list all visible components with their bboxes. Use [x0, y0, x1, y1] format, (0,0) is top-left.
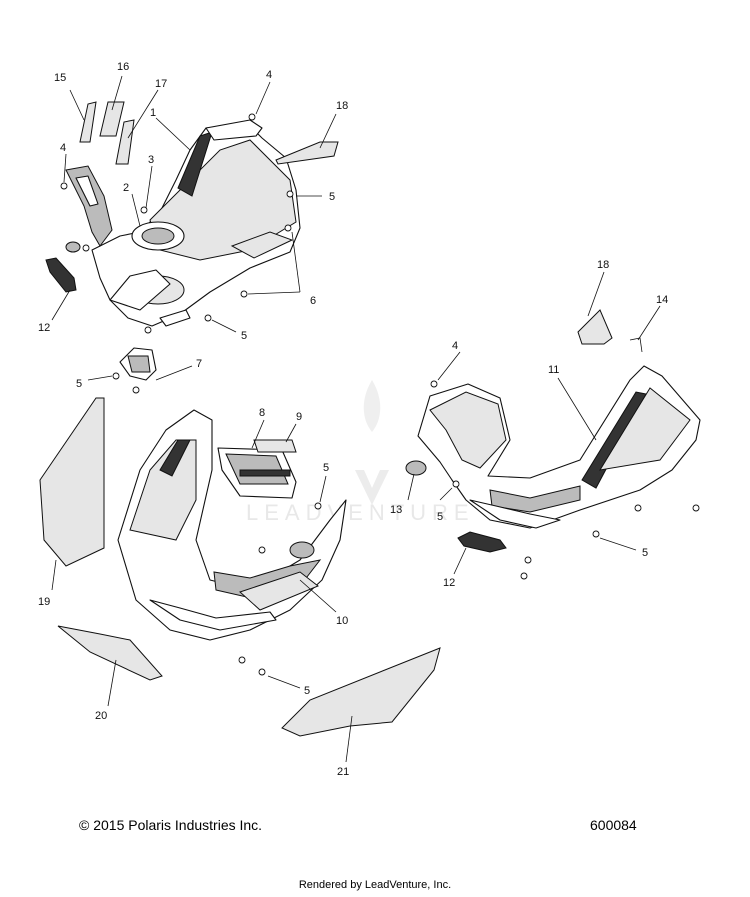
- rendered-by-credit: Rendered by LeadVenture, Inc.: [298, 879, 452, 891]
- callout-5-b: 5: [241, 330, 247, 342]
- part-10-lower-front-panel: [117, 409, 347, 641]
- figure-number: 600084: [590, 817, 637, 833]
- callout-4-left: 4: [60, 142, 66, 154]
- decal-9: [253, 439, 297, 453]
- leadventure-watermark: LEADVENTURE: [246, 380, 475, 525]
- decal-16: [99, 101, 125, 137]
- callout-numbers: 1 2 3 4 4 4 5 5 5 5 5 5 5 6 7 8 9 10 11 …: [38, 61, 668, 778]
- callout-2: 2: [123, 182, 129, 194]
- leader-lines: [51, 75, 661, 763]
- callout-7: 7: [196, 358, 202, 370]
- part-14-clip: [629, 337, 643, 353]
- callout-12-lower: 12: [443, 577, 455, 589]
- callout-5-g: 5: [642, 547, 648, 559]
- callout-5-f: 5: [437, 511, 443, 523]
- decal-20: [57, 625, 163, 681]
- callout-11: 11: [548, 364, 559, 376]
- fasteners: [60, 113, 700, 676]
- callout-5-e: 5: [304, 685, 310, 697]
- decal-17: [115, 119, 135, 165]
- watermark-text: LEADVENTURE: [246, 500, 475, 525]
- part-7-bracket: [119, 347, 157, 381]
- callout-15: 15: [54, 72, 66, 84]
- callout-14: 14: [656, 294, 668, 306]
- callout-21: 21: [337, 766, 349, 778]
- part-1-front-cab-assembly: [91, 119, 301, 327]
- callout-18-lower: 18: [597, 259, 609, 271]
- callout-4-upper: 4: [266, 69, 272, 81]
- callout-17: 17: [155, 78, 167, 90]
- decal-18-upper: [275, 141, 339, 165]
- copyright-notice: © 2015 Polaris Industries Inc.: [79, 817, 263, 833]
- callout-4-right: 4: [452, 340, 458, 352]
- callout-18-upper: 18: [336, 100, 348, 112]
- callout-13: 13: [390, 504, 402, 516]
- callout-12-upper: 12: [38, 322, 50, 334]
- callout-1: 1: [150, 107, 156, 119]
- decals-15-16-17: [79, 101, 135, 165]
- callout-6: 6: [310, 295, 316, 307]
- part-12-bracket-lower: [457, 531, 507, 553]
- decal-21: [281, 647, 441, 737]
- callout-20: 20: [95, 710, 107, 722]
- decal-19: [39, 397, 105, 567]
- part-12-bracket-upper: [45, 165, 113, 293]
- callout-8: 8: [259, 407, 265, 419]
- decal-15: [79, 101, 97, 143]
- decal-18-lower: [577, 309, 613, 345]
- part-11-right-lower-panel: [417, 365, 701, 529]
- part-13-grommet: [405, 460, 427, 476]
- callout-10: 10: [336, 615, 348, 627]
- callout-3: 3: [148, 154, 154, 166]
- callout-5-d: 5: [323, 462, 329, 474]
- callout-5-a: 5: [329, 191, 335, 203]
- callout-16: 16: [117, 61, 129, 73]
- callout-5-c: 5: [76, 378, 82, 390]
- callout-19: 19: [38, 596, 50, 608]
- callout-9: 9: [296, 411, 302, 423]
- part-8-vent-grille: [217, 447, 297, 499]
